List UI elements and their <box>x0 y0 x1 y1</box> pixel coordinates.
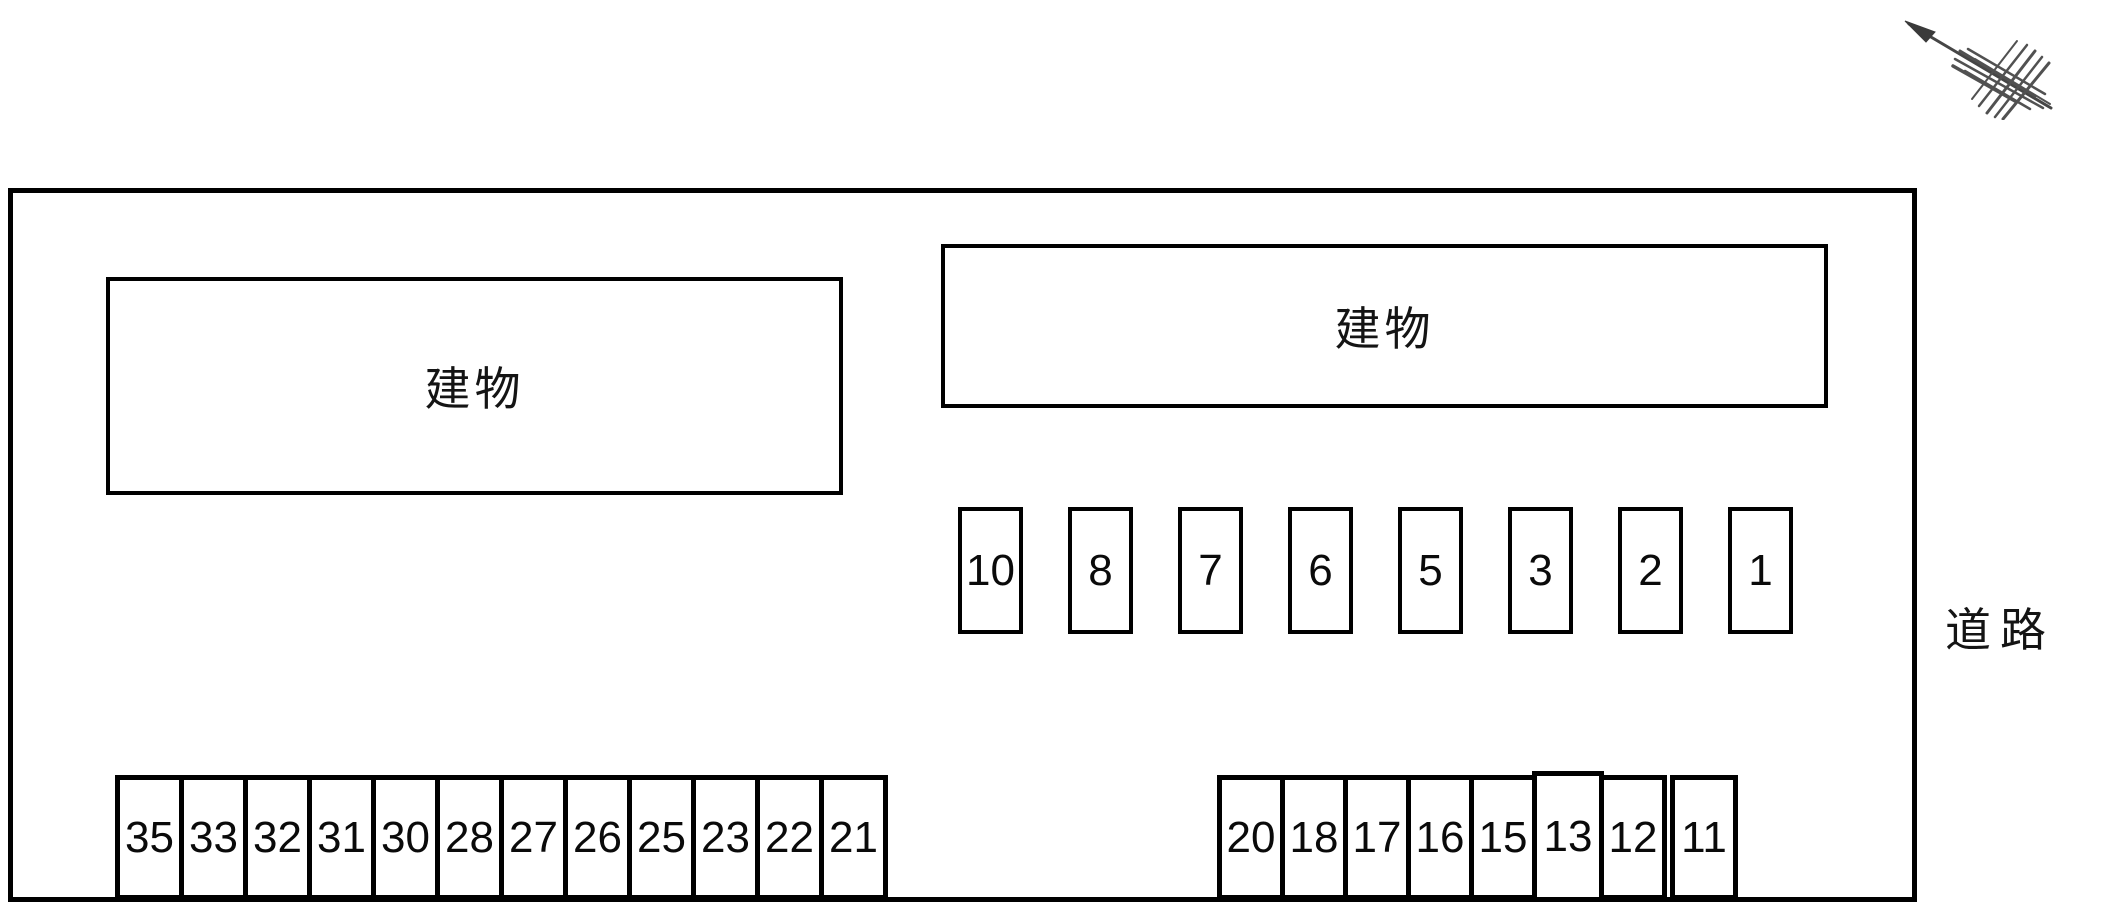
site-boundary <box>8 188 1917 902</box>
parking-row-bottom-right: 20 18 17 16 15 13 12 11 <box>1217 771 1738 906</box>
parking-row-bottom-left: 35 33 32 31 30 28 27 26 25 23 22 21 <box>115 775 888 900</box>
parking-spot-8: 8 <box>1068 507 1133 634</box>
building-right-label: 建物 <box>1334 303 1435 355</box>
parking-spot-11: 11 <box>1670 775 1738 900</box>
parking-spot-10: 10 <box>958 507 1023 634</box>
parking-spot-2: 2 <box>1618 507 1683 634</box>
parking-spot-22: 22 <box>755 775 824 900</box>
building-left-label: 建物 <box>424 363 525 415</box>
parking-spot-32: 32 <box>243 775 312 900</box>
parking-spot-20: 20 <box>1217 775 1285 900</box>
parking-spot-13: 13 <box>1532 771 1604 902</box>
parking-spot-1: 1 <box>1728 507 1793 634</box>
parking-spot-5: 5 <box>1398 507 1463 634</box>
building-left: 建物 <box>106 277 843 495</box>
parking-spot-26: 26 <box>563 775 632 900</box>
parking-spot-17: 17 <box>1343 775 1411 900</box>
parking-spot-28: 28 <box>435 775 504 900</box>
parking-spot-6: 6 <box>1288 507 1353 634</box>
parking-spot-18: 18 <box>1280 775 1348 900</box>
parking-spot-16: 16 <box>1406 775 1474 900</box>
parking-spot-15: 15 <box>1469 775 1537 900</box>
road-label: 道路 <box>1945 604 2055 656</box>
parking-spot-12: 12 <box>1599 775 1667 900</box>
parking-spot-7: 7 <box>1178 507 1243 634</box>
parking-spot-31: 31 <box>307 775 376 900</box>
parking-row-middle: 10 8 7 6 5 3 2 1 <box>958 507 1793 634</box>
parking-spot-35: 35 <box>115 775 184 900</box>
parking-spot-27: 27 <box>499 775 568 900</box>
building-right: 建物 <box>941 244 1828 408</box>
parking-spot-23: 23 <box>691 775 760 900</box>
north-arrow-icon <box>1904 20 2053 120</box>
parking-spot-3: 3 <box>1508 507 1573 634</box>
parking-spot-25: 25 <box>627 775 696 900</box>
parking-spot-21: 21 <box>819 775 888 900</box>
parking-spot-30: 30 <box>371 775 440 900</box>
parking-spot-33: 33 <box>179 775 248 900</box>
